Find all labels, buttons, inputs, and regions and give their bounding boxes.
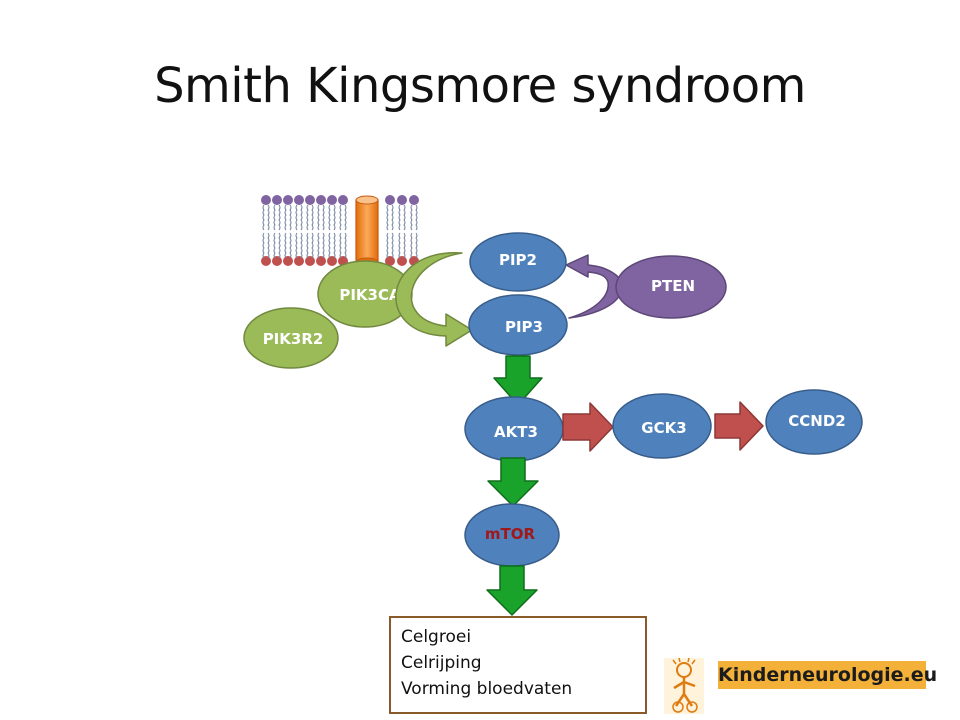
node-label-ccnd2: CCND2	[788, 412, 845, 430]
curved-arrow-pten-pip3-to-pip2	[565, 254, 623, 319]
arrow-pip3-to-akt3	[493, 355, 543, 406]
arrow-gck3-to-ccnd2	[714, 401, 764, 451]
node-akt3: AKT3	[464, 396, 564, 462]
node-label-pik3ca: PIK3CA	[339, 286, 401, 304]
node-label-pip2: PIP2	[499, 251, 537, 269]
node-label-pik3r2: PIK3R2	[263, 330, 324, 348]
arrow-akt3-to-mtor	[487, 457, 539, 507]
arrow-akt3-to-gck3	[562, 402, 614, 452]
outcomes-box: Celgroei Celrijping Vorming bloedvaten	[389, 616, 647, 714]
outcome-item: Celrijping	[401, 653, 482, 673]
node-pip2: PIP2	[469, 232, 567, 292]
node-pip3: PIP3	[468, 294, 568, 356]
cell-membrane-icon	[261, 195, 419, 267]
node-label-gck3: GCK3	[641, 419, 686, 437]
node-ccnd2: CCND2	[765, 389, 863, 455]
node-label-mtor: mTOR	[485, 525, 536, 543]
node-label-pten: PTEN	[651, 277, 695, 295]
page-title: Smith Kingsmore syndroom	[154, 58, 806, 114]
node-pik3r2: PIK3R2	[243, 307, 339, 369]
arrow-mtor-to-outcomes	[486, 565, 538, 616]
node-pten: PTEN	[615, 255, 727, 319]
outcome-item: Vorming bloedvaten	[401, 679, 573, 699]
curved-arrow-pip2-to-pip3	[395, 252, 473, 347]
node-mtor: mTOR	[464, 503, 560, 567]
node-gck3: GCK3	[612, 393, 712, 459]
node-label-akt3: AKT3	[494, 423, 538, 441]
node-pik3ca: PIK3CA	[317, 260, 413, 328]
child-figure-logo-icon	[664, 658, 704, 714]
logo-text: Kinderneurologie.eu	[718, 661, 937, 689]
outcome-item: Celgroei	[401, 627, 472, 647]
node-label-pip3: PIP3	[505, 318, 543, 336]
